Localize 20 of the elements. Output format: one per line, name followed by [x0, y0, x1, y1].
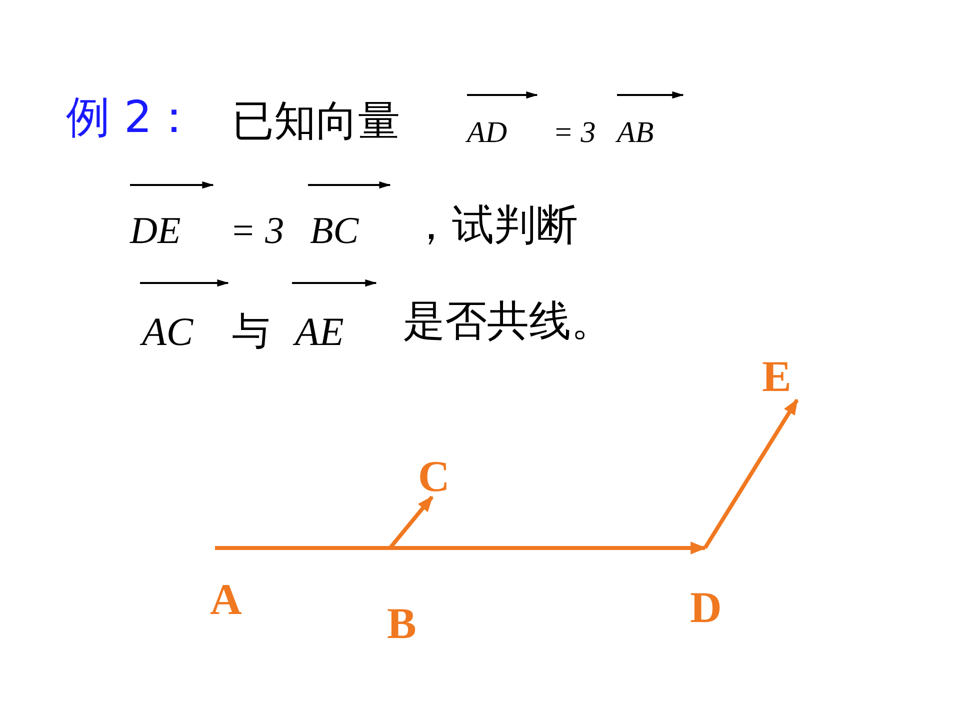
- math-text: AE: [295, 312, 344, 352]
- problem-text: 是否共线。: [403, 300, 613, 342]
- problem-text: 例 2：: [66, 96, 196, 140]
- problem-text: 已知向量: [232, 100, 400, 142]
- problem-text: 与: [232, 312, 270, 350]
- vector-arrow: [215, 542, 707, 554]
- math-text: AC: [142, 312, 194, 352]
- point-label: C: [418, 455, 450, 499]
- math-text: AB: [617, 118, 654, 148]
- math-text: = 3: [230, 212, 284, 250]
- point-label: A: [210, 578, 242, 622]
- point-label: B: [387, 602, 416, 646]
- math-text: BC: [310, 212, 359, 250]
- math-text: AD: [467, 118, 507, 148]
- point-label: D: [690, 586, 722, 630]
- point-label: E: [762, 355, 792, 399]
- problem-text: ，试判断: [410, 204, 578, 246]
- vector-arrow: [703, 398, 799, 550]
- math-text: = 3: [553, 118, 596, 148]
- math-text: DE: [130, 212, 181, 250]
